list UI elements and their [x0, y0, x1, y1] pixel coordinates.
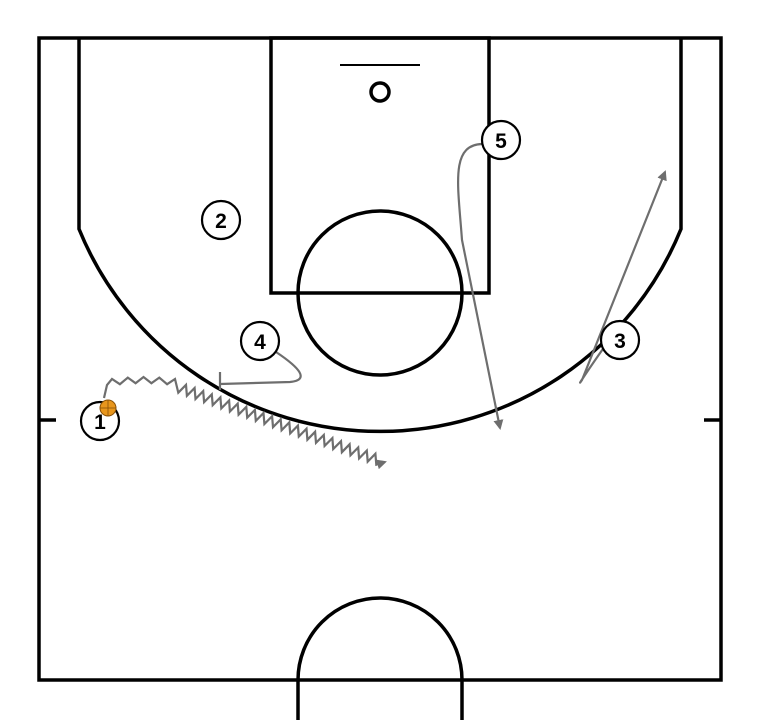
center-circle: [296, 596, 464, 720]
screen-path: [219, 351, 302, 386]
dribble-path: [102, 375, 387, 470]
player-label: 5: [495, 130, 507, 153]
player-2[interactable]: 2: [200, 199, 242, 241]
player-label: 4: [254, 331, 266, 354]
player-5[interactable]: 5: [480, 119, 522, 161]
player-3[interactable]: 3: [599, 319, 641, 361]
player-4[interactable]: 4: [239, 320, 281, 362]
free-throw-circle: [296, 209, 464, 377]
three-point-line: [77, 38, 683, 434]
movements: [102, 142, 667, 470]
cut-path-5: [456, 142, 504, 430]
player-label: 2: [215, 210, 227, 233]
free-throw-lane: [269, 36, 491, 295]
basket-rim: [369, 81, 391, 103]
basketball-icon: [99, 399, 117, 417]
cut-path-3: [579, 170, 667, 384]
player-label: 1: [94, 411, 106, 434]
player-label: 3: [614, 330, 626, 353]
